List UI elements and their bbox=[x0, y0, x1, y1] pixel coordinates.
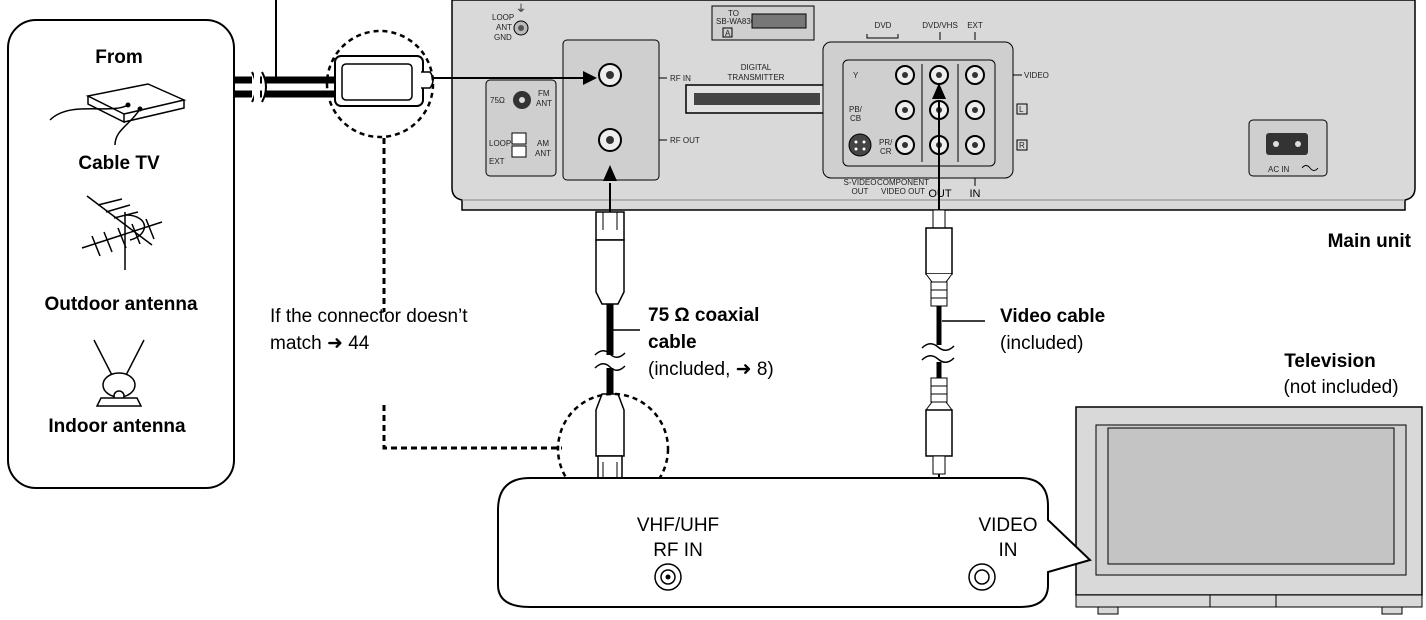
antenna-terminal-block: 75Ω FM ANT AM ANT LOOP EXT bbox=[485, 79, 557, 177]
svg-text:IN: IN bbox=[970, 188, 981, 200]
component-pb-jack[interactable] bbox=[895, 100, 915, 120]
svg-text:VIDEO OUT: VIDEO OUT bbox=[881, 187, 925, 196]
ext-video-in-jack[interactable] bbox=[965, 65, 985, 85]
svg-text:RF IN: RF IN bbox=[670, 74, 691, 83]
svg-text:LOOP: LOOP bbox=[492, 13, 514, 22]
svg-text:IN: IN bbox=[999, 540, 1018, 561]
ext-audio-r-in-jack[interactable] bbox=[965, 135, 985, 155]
svg-text:EXT: EXT bbox=[967, 21, 983, 30]
connector-note-line1: If the connector doesn’t bbox=[270, 306, 468, 327]
svg-text:S-VIDEO: S-VIDEO bbox=[844, 178, 877, 187]
svg-text:FM: FM bbox=[538, 89, 550, 98]
outdoor-antenna-icon bbox=[81, 195, 163, 270]
connector-callout-dashed-line bbox=[382, 138, 562, 450]
svg-text:L: L bbox=[1019, 105, 1024, 114]
video-out-jack[interactable] bbox=[929, 65, 949, 85]
svg-text:Y: Y bbox=[853, 71, 859, 80]
svg-text:ANT: ANT bbox=[535, 149, 551, 158]
connector-callout-circle-bottom bbox=[556, 392, 670, 506]
component-y-jack[interactable] bbox=[895, 65, 915, 85]
antenna-connector-plug bbox=[334, 55, 434, 107]
svg-text:COMPONENT: COMPONENT bbox=[877, 178, 929, 187]
svg-text:TRANSMITTER: TRANSMITTER bbox=[728, 73, 785, 82]
sb-connector: TO SB-WA830 A bbox=[711, 5, 815, 41]
svg-text:A: A bbox=[725, 29, 731, 38]
svg-text:OUT: OUT bbox=[928, 188, 952, 200]
s-video-out-jack[interactable] bbox=[848, 133, 872, 157]
loop-ant-gnd-terminal: LOOP ANT GND ⏚ bbox=[492, 3, 529, 42]
connector-callout-circle-top bbox=[325, 29, 435, 139]
tv-rf-in-jack[interactable] bbox=[654, 563, 682, 591]
svg-text:RF IN: RF IN bbox=[653, 540, 703, 561]
av-output-block: DVD DVD/VHS EXT Y PB/ CB PR/ CR bbox=[822, 21, 1049, 200]
svg-text:VIDEO: VIDEO bbox=[978, 515, 1037, 536]
main-unit: LOOP ANT GND ⏚ 75Ω FM ANT AM ANT LOOP EX… bbox=[451, 0, 1416, 211]
svg-text:VIDEO: VIDEO bbox=[1024, 71, 1049, 80]
ext-audio-l-in-jack[interactable] bbox=[965, 100, 985, 120]
television-set bbox=[1075, 406, 1423, 615]
svg-text:PB/: PB/ bbox=[849, 105, 863, 114]
svg-text:OUT: OUT bbox=[852, 187, 869, 196]
indoor-antenna-icon bbox=[93, 339, 145, 407]
incoming-antenna-feed bbox=[233, 0, 345, 103]
television-title: Television bbox=[1284, 351, 1376, 372]
coax-cable-label-line2: cable bbox=[648, 332, 697, 353]
svg-text:DVD/VHS: DVD/VHS bbox=[922, 21, 958, 30]
svg-text:PR/: PR/ bbox=[879, 138, 893, 147]
svg-text:⏚: ⏚ bbox=[516, 3, 526, 15]
video-cable-label-line2: (included) bbox=[1000, 333, 1083, 354]
svg-text:R: R bbox=[1019, 141, 1025, 150]
svg-text:ANT: ANT bbox=[536, 99, 552, 108]
digital-transmitter-slot: DIGITAL TRANSMITTER bbox=[685, 63, 829, 114]
cable-box-icon bbox=[49, 83, 187, 146]
tv-connection-panel: VHF/UHF RF IN VIDEO IN bbox=[497, 477, 1092, 608]
video-cable-label-line1: Video cable bbox=[1000, 306, 1105, 327]
svg-text:Outdoor antenna: Outdoor antenna bbox=[44, 294, 197, 315]
svg-text:DIGITAL: DIGITAL bbox=[741, 63, 772, 72]
svg-text:AM: AM bbox=[537, 139, 549, 148]
video-cable bbox=[921, 83, 985, 580]
svg-text:SB-WA830: SB-WA830 bbox=[716, 17, 756, 26]
television-subtitle: (not included) bbox=[1283, 377, 1398, 398]
svg-text:Indoor antenna: Indoor antenna bbox=[48, 416, 186, 437]
coax-cable-label-line3: (included, ➜ 8) bbox=[648, 359, 774, 380]
main-unit-label: Main unit bbox=[1328, 231, 1412, 252]
svg-text:LOOP: LOOP bbox=[489, 139, 511, 148]
svg-text:From: From bbox=[95, 47, 143, 68]
svg-text:VHF/UHF: VHF/UHF bbox=[637, 515, 719, 536]
connector-note-line2: match ➜ 44 bbox=[270, 333, 370, 354]
tv-video-in-jack[interactable] bbox=[968, 563, 996, 591]
svg-text:AC IN: AC IN bbox=[1268, 165, 1290, 174]
component-pr-jack[interactable] bbox=[895, 135, 915, 155]
svg-text:GND: GND bbox=[494, 33, 512, 42]
svg-text:DVD: DVD bbox=[875, 21, 892, 30]
svg-text:EXT: EXT bbox=[489, 157, 505, 166]
svg-text:ANT: ANT bbox=[496, 23, 512, 32]
svg-text:CB: CB bbox=[850, 114, 861, 123]
svg-text:CR: CR bbox=[880, 147, 892, 156]
svg-text:75Ω: 75Ω bbox=[490, 96, 505, 105]
svg-text:Cable TV: Cable TV bbox=[78, 153, 160, 174]
coax-cable-label-line1: 75 Ω coaxial bbox=[648, 305, 759, 326]
svg-text:TO: TO bbox=[728, 9, 739, 18]
svg-text:RF OUT: RF OUT bbox=[670, 136, 700, 145]
sources-box: From Cable TV Outdoor antenna bbox=[7, 19, 235, 489]
ac-in-socket: AC IN bbox=[1248, 119, 1328, 177]
